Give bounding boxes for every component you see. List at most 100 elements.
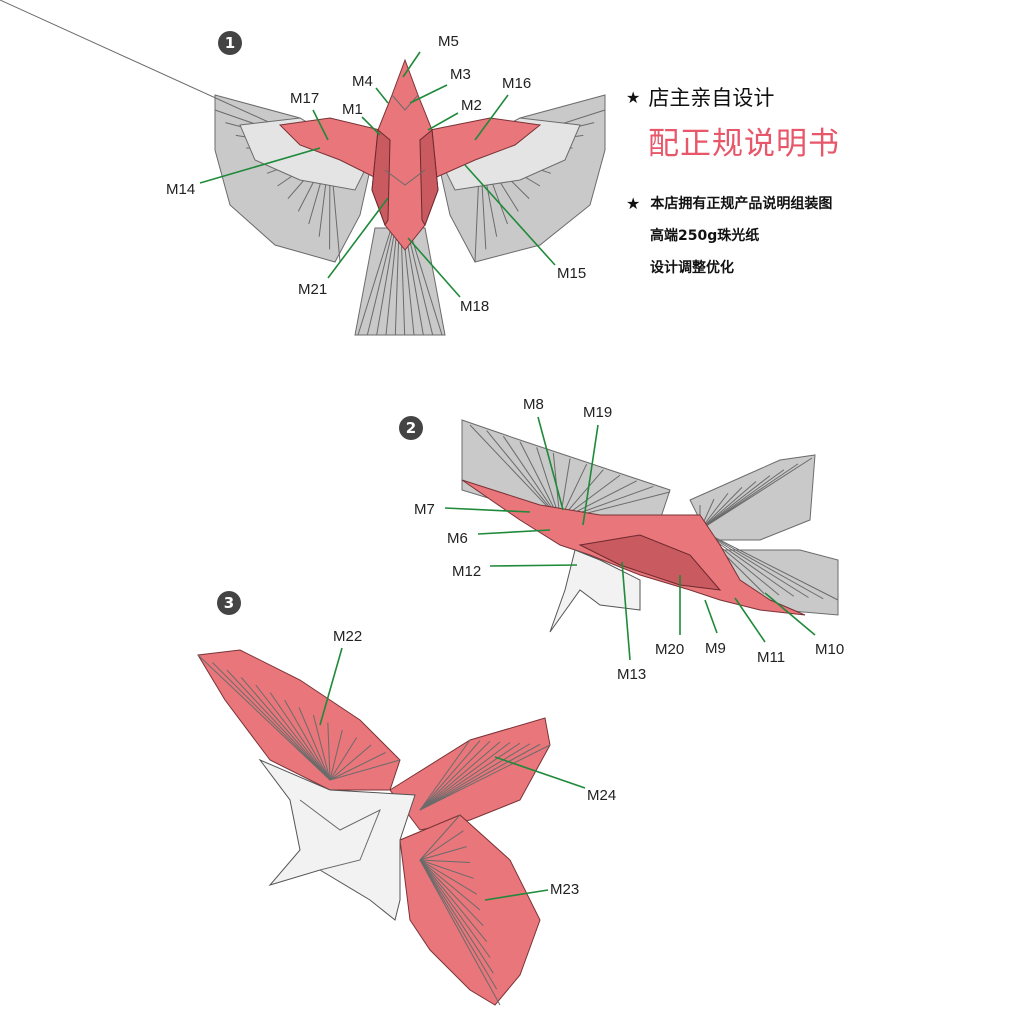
right-wing-inner — [439, 117, 581, 191]
instructions-highlight: 配正规说明书 — [648, 126, 840, 162]
svg-text:1: 1 — [225, 34, 235, 52]
feather-crease — [419, 742, 511, 811]
feather-crease — [419, 741, 501, 811]
label-m24: M24 — [587, 787, 616, 804]
feather-crease — [419, 859, 501, 1006]
feather-crease — [419, 859, 488, 942]
feather-crease — [255, 684, 331, 781]
feather-crease — [419, 859, 498, 990]
feather-crease — [240, 677, 331, 781]
bird-side-view — [461, 419, 839, 633]
step-2-badge: 2 — [399, 416, 423, 440]
feather-crease — [284, 699, 331, 781]
feather-crease — [699, 475, 771, 531]
left-wing-red — [197, 649, 401, 791]
label-m5: M5 — [438, 33, 459, 50]
feather-crease — [298, 707, 331, 781]
feather-crease — [419, 814, 461, 861]
svg-text:2: 2 — [406, 419, 416, 437]
bird-underside-view — [197, 649, 551, 1006]
feather-crease — [226, 669, 331, 781]
feather-crease — [699, 529, 839, 601]
feather-crease — [419, 846, 467, 861]
feather-crease — [419, 859, 481, 911]
label-m3: M3 — [450, 66, 471, 83]
feather-crease — [419, 743, 531, 811]
feather-crease — [419, 859, 494, 974]
label-m18: M18 — [460, 298, 489, 315]
label-m1: M1 — [342, 101, 363, 118]
step-3-badge: 3 — [217, 591, 241, 615]
head-underside — [549, 549, 641, 633]
feather-crease — [419, 859, 477, 895]
label-m10: M10 — [815, 641, 844, 658]
right-wing-red — [389, 717, 551, 831]
label-m16: M16 — [502, 75, 531, 92]
bullet-text: 本店拥有正规产品说明组装图 — [650, 196, 833, 212]
feather-crease — [419, 744, 551, 811]
paper-spec: 高端250g珠光纸 — [650, 228, 760, 244]
feather-crease — [699, 487, 743, 531]
feather-crease — [699, 481, 757, 531]
left-wing-inner — [239, 117, 371, 191]
feather-crease — [699, 457, 813, 531]
feather-crease — [329, 729, 343, 781]
feather-crease — [419, 740, 481, 811]
label-m15: M15 — [557, 265, 586, 282]
feather-crease — [329, 737, 358, 781]
feather-crease — [329, 744, 372, 781]
feather-crease — [419, 830, 464, 861]
feather-crease — [502, 435, 561, 521]
feather-crease — [327, 722, 331, 781]
upper-wing — [461, 419, 671, 521]
label-m23: M23 — [550, 881, 579, 898]
step-1-badge: 1 — [218, 31, 242, 55]
feather-crease — [329, 759, 401, 781]
label-m20: M20 — [655, 641, 684, 658]
feather-crease — [699, 529, 824, 600]
label-m4: M4 — [352, 73, 373, 90]
label-m19: M19 — [583, 404, 612, 421]
product-info: ★店主亲自设计 配正规说明书 ★本店拥有正规产品说明组装图 高端250g珠光纸 … — [626, 82, 840, 277]
feather-crease — [269, 692, 331, 781]
feather-crease — [419, 859, 471, 863]
feather-crease — [312, 714, 331, 781]
label-m7: M7 — [414, 501, 435, 518]
bird-top-view — [0, 0, 606, 336]
feather-crease — [419, 743, 541, 811]
feather-crease — [486, 430, 561, 521]
label-m17: M17 — [290, 90, 319, 107]
feather-crease — [419, 739, 471, 811]
part-labels: M5 M4 M3 M17 M1 M2 M16 M14 M21 M18 M15 M… — [166, 33, 844, 901]
belly-shade — [578, 534, 722, 591]
feather-crease — [419, 742, 521, 811]
label-m11: M11 — [757, 649, 785, 666]
headline: 店主亲自设计 — [648, 86, 775, 110]
label-m6: M6 — [447, 530, 468, 547]
tail-wing-red — [399, 814, 541, 1006]
body-underside — [258, 758, 416, 921]
label-m13: M13 — [617, 666, 646, 683]
label-m21: M21 — [298, 281, 327, 298]
label-m12: M12 — [452, 563, 481, 580]
feather-crease — [212, 662, 331, 781]
star-icon: ★ — [626, 87, 641, 107]
design-note: 设计调整优化 — [650, 260, 734, 276]
label-m8: M8 — [523, 396, 544, 413]
feather-crease — [469, 424, 561, 521]
feather-crease — [419, 859, 491, 958]
feather-crease — [329, 752, 386, 781]
star-icon: ★ — [626, 193, 641, 213]
feather-crease — [419, 859, 474, 879]
label-m9: M9 — [705, 640, 726, 657]
label-m22: M22 — [333, 628, 362, 645]
head-crease — [391, 94, 419, 111]
svg-text:3: 3 — [224, 594, 234, 612]
label-m14: M14 — [166, 181, 195, 198]
feather-crease — [419, 859, 484, 927]
body-crease — [299, 799, 381, 871]
feather-crease — [419, 740, 491, 811]
label-m2: M2 — [461, 97, 482, 114]
body-crease — [384, 169, 426, 186]
